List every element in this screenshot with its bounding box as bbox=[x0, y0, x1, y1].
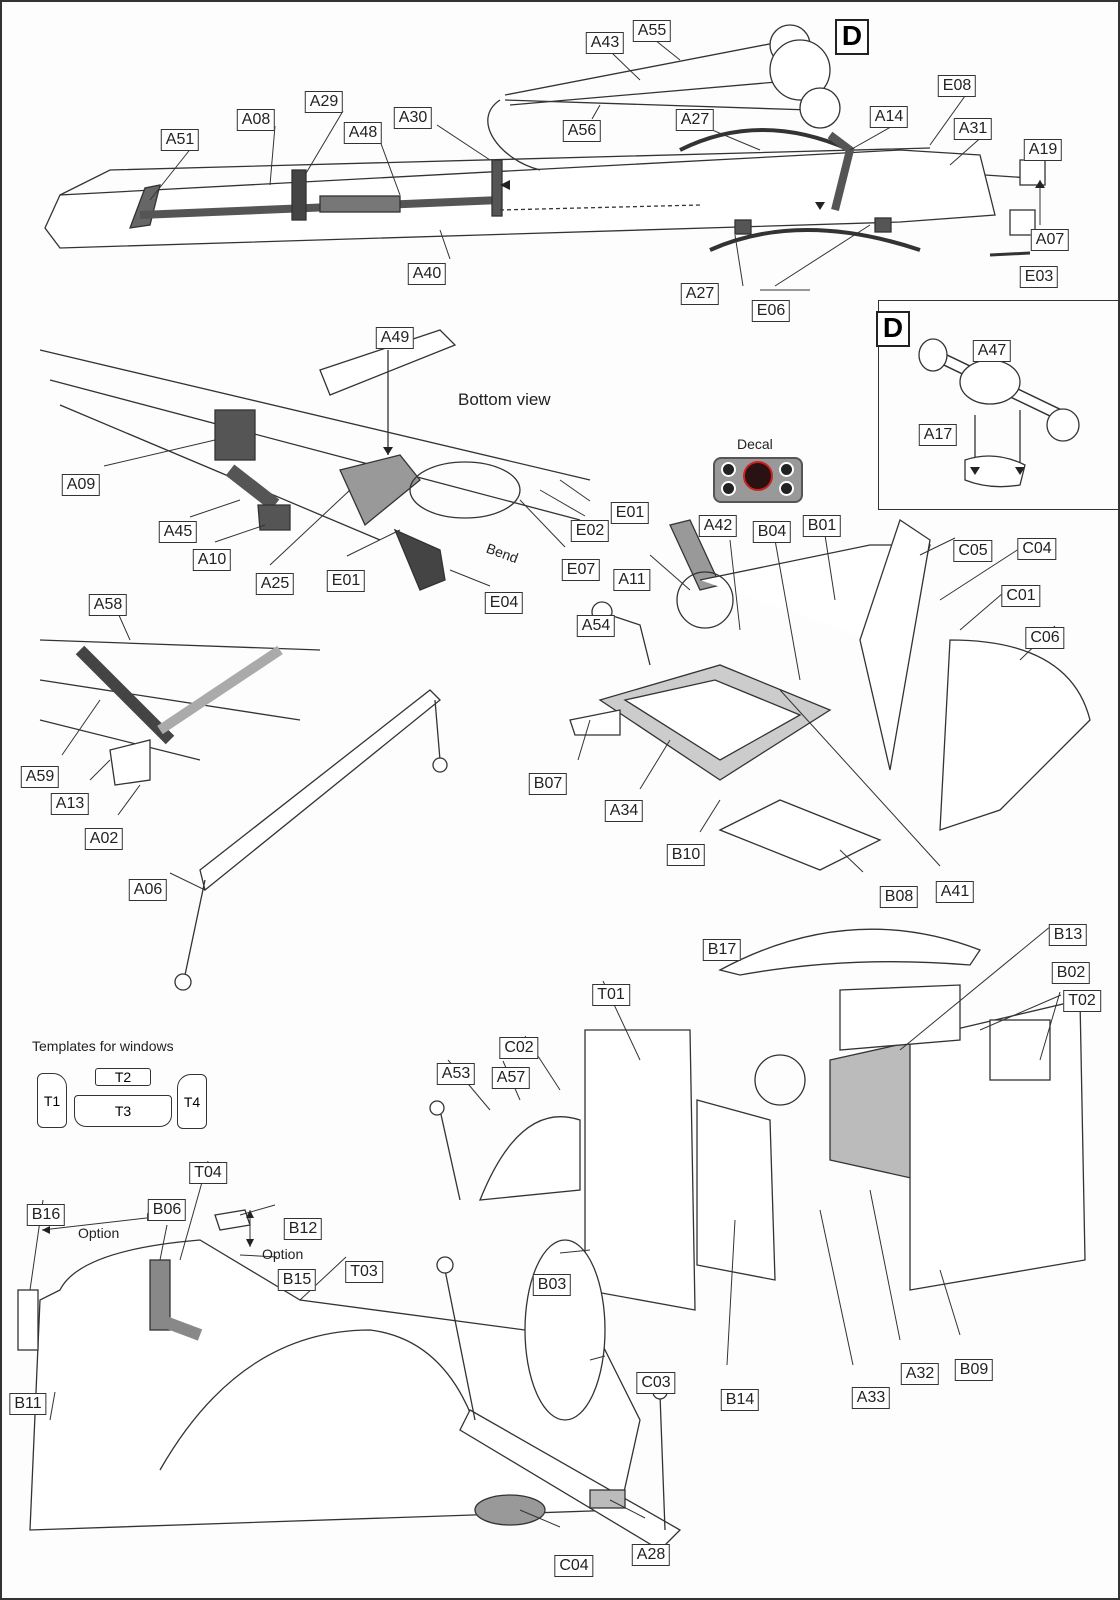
part-label: C03 bbox=[636, 1372, 676, 1394]
part-label: E03 bbox=[1019, 266, 1059, 288]
part-label: B06 bbox=[147, 1199, 187, 1221]
gauge-icon bbox=[779, 481, 794, 496]
part-label: E01 bbox=[326, 570, 366, 592]
detail-inset-d bbox=[878, 300, 1120, 510]
part-label: A43 bbox=[585, 32, 625, 54]
part-label: A49 bbox=[375, 327, 415, 349]
part-label: E08 bbox=[937, 75, 977, 97]
part-label: B15 bbox=[277, 1269, 317, 1291]
part-label: B02 bbox=[1051, 962, 1091, 984]
part-label: A19 bbox=[1023, 139, 1063, 161]
window-template: T3 bbox=[74, 1095, 172, 1127]
part-label: A28 bbox=[631, 1544, 671, 1566]
inset-marker-d: D bbox=[876, 311, 910, 347]
part-label: B17 bbox=[702, 939, 742, 961]
part-label: T01 bbox=[592, 984, 630, 1006]
part-label: A09 bbox=[61, 474, 101, 496]
decal-note: Decal bbox=[737, 436, 773, 452]
gauge-icon bbox=[721, 462, 736, 477]
window-template: T4 bbox=[177, 1074, 207, 1129]
part-label: A47 bbox=[972, 340, 1012, 362]
part-label: A06 bbox=[128, 879, 168, 901]
part-label: B11 bbox=[9, 1393, 47, 1415]
part-label: B08 bbox=[879, 886, 919, 908]
part-label: A29 bbox=[304, 91, 344, 113]
part-label: B16 bbox=[26, 1204, 66, 1226]
part-label: E02 bbox=[570, 520, 610, 542]
front-axle-drawing bbox=[39, 639, 448, 991]
part-label: A54 bbox=[576, 615, 616, 637]
cab-body-drawing bbox=[429, 928, 1086, 1311]
part-label: E07 bbox=[561, 559, 601, 581]
part-label: C04 bbox=[1017, 538, 1057, 560]
part-label: B12 bbox=[283, 1218, 323, 1240]
part-label: A58 bbox=[88, 594, 128, 616]
part-label: A30 bbox=[393, 107, 433, 129]
part-label: A34 bbox=[604, 800, 644, 822]
inset-axle-drawing bbox=[918, 338, 1080, 488]
part-label: A02 bbox=[84, 828, 124, 850]
part-label: A14 bbox=[869, 106, 909, 128]
part-label: A59 bbox=[20, 766, 60, 788]
bottom-view-note: Bottom view bbox=[458, 390, 551, 409]
part-label: T04 bbox=[189, 1162, 227, 1184]
part-label: B01 bbox=[802, 515, 842, 537]
part-label: A08 bbox=[236, 109, 276, 131]
part-label: C06 bbox=[1025, 627, 1065, 649]
part-label: B09 bbox=[954, 1359, 994, 1381]
part-label: A57 bbox=[491, 1067, 531, 1089]
option-note-horizontal: Option bbox=[78, 1225, 120, 1241]
part-label: A25 bbox=[255, 573, 295, 595]
part-label: B03 bbox=[532, 1274, 572, 1296]
part-label: A13 bbox=[50, 793, 90, 815]
part-label: E06 bbox=[751, 300, 791, 322]
window-template: T2 bbox=[95, 1068, 151, 1086]
part-label: A31 bbox=[953, 118, 993, 140]
speedometer-icon bbox=[743, 461, 773, 491]
part-label: A51 bbox=[160, 129, 200, 151]
part-label: A56 bbox=[562, 120, 602, 142]
part-label: A32 bbox=[900, 1363, 940, 1385]
option-note-vertical: Option bbox=[262, 1246, 304, 1262]
part-label: B07 bbox=[528, 773, 568, 795]
gauge-icon bbox=[721, 481, 736, 496]
bottom-view-drawing bbox=[39, 329, 591, 591]
part-label: A07 bbox=[1030, 229, 1070, 251]
window-template: T1 bbox=[37, 1073, 67, 1128]
part-label: A55 bbox=[632, 20, 672, 42]
part-label: A10 bbox=[192, 549, 232, 571]
part-label: E01 bbox=[610, 502, 650, 524]
dashboard-decal bbox=[713, 457, 803, 503]
gauge-icon bbox=[779, 462, 794, 477]
part-label: A27 bbox=[675, 109, 715, 131]
part-label: A45 bbox=[158, 521, 198, 543]
part-label: A40 bbox=[407, 263, 447, 285]
part-label: C01 bbox=[1001, 585, 1041, 607]
part-label: E04 bbox=[484, 592, 524, 614]
templates-title: Templates for windows bbox=[32, 1038, 174, 1054]
chassis-frame-drawing bbox=[44, 24, 1046, 257]
part-label: A42 bbox=[698, 515, 738, 537]
part-label: B14 bbox=[720, 1389, 760, 1411]
part-label: B10 bbox=[666, 844, 706, 866]
part-label: A41 bbox=[935, 881, 975, 903]
part-label: B13 bbox=[1048, 924, 1088, 946]
part-label: A53 bbox=[436, 1063, 476, 1085]
part-label: A33 bbox=[851, 1387, 891, 1409]
part-label: T03 bbox=[345, 1261, 383, 1283]
detail-marker-d: D bbox=[835, 19, 869, 55]
part-label: A17 bbox=[918, 424, 958, 446]
part-label: C02 bbox=[499, 1037, 539, 1059]
part-label: C05 bbox=[953, 540, 993, 562]
part-label: A11 bbox=[613, 569, 651, 591]
part-label: B04 bbox=[752, 521, 792, 543]
part-label: C04 bbox=[554, 1555, 594, 1577]
part-label: T02 bbox=[1063, 990, 1101, 1012]
cab-interior-drawing bbox=[569, 518, 1091, 871]
part-label: A27 bbox=[680, 283, 720, 305]
part-label: A48 bbox=[343, 122, 383, 144]
